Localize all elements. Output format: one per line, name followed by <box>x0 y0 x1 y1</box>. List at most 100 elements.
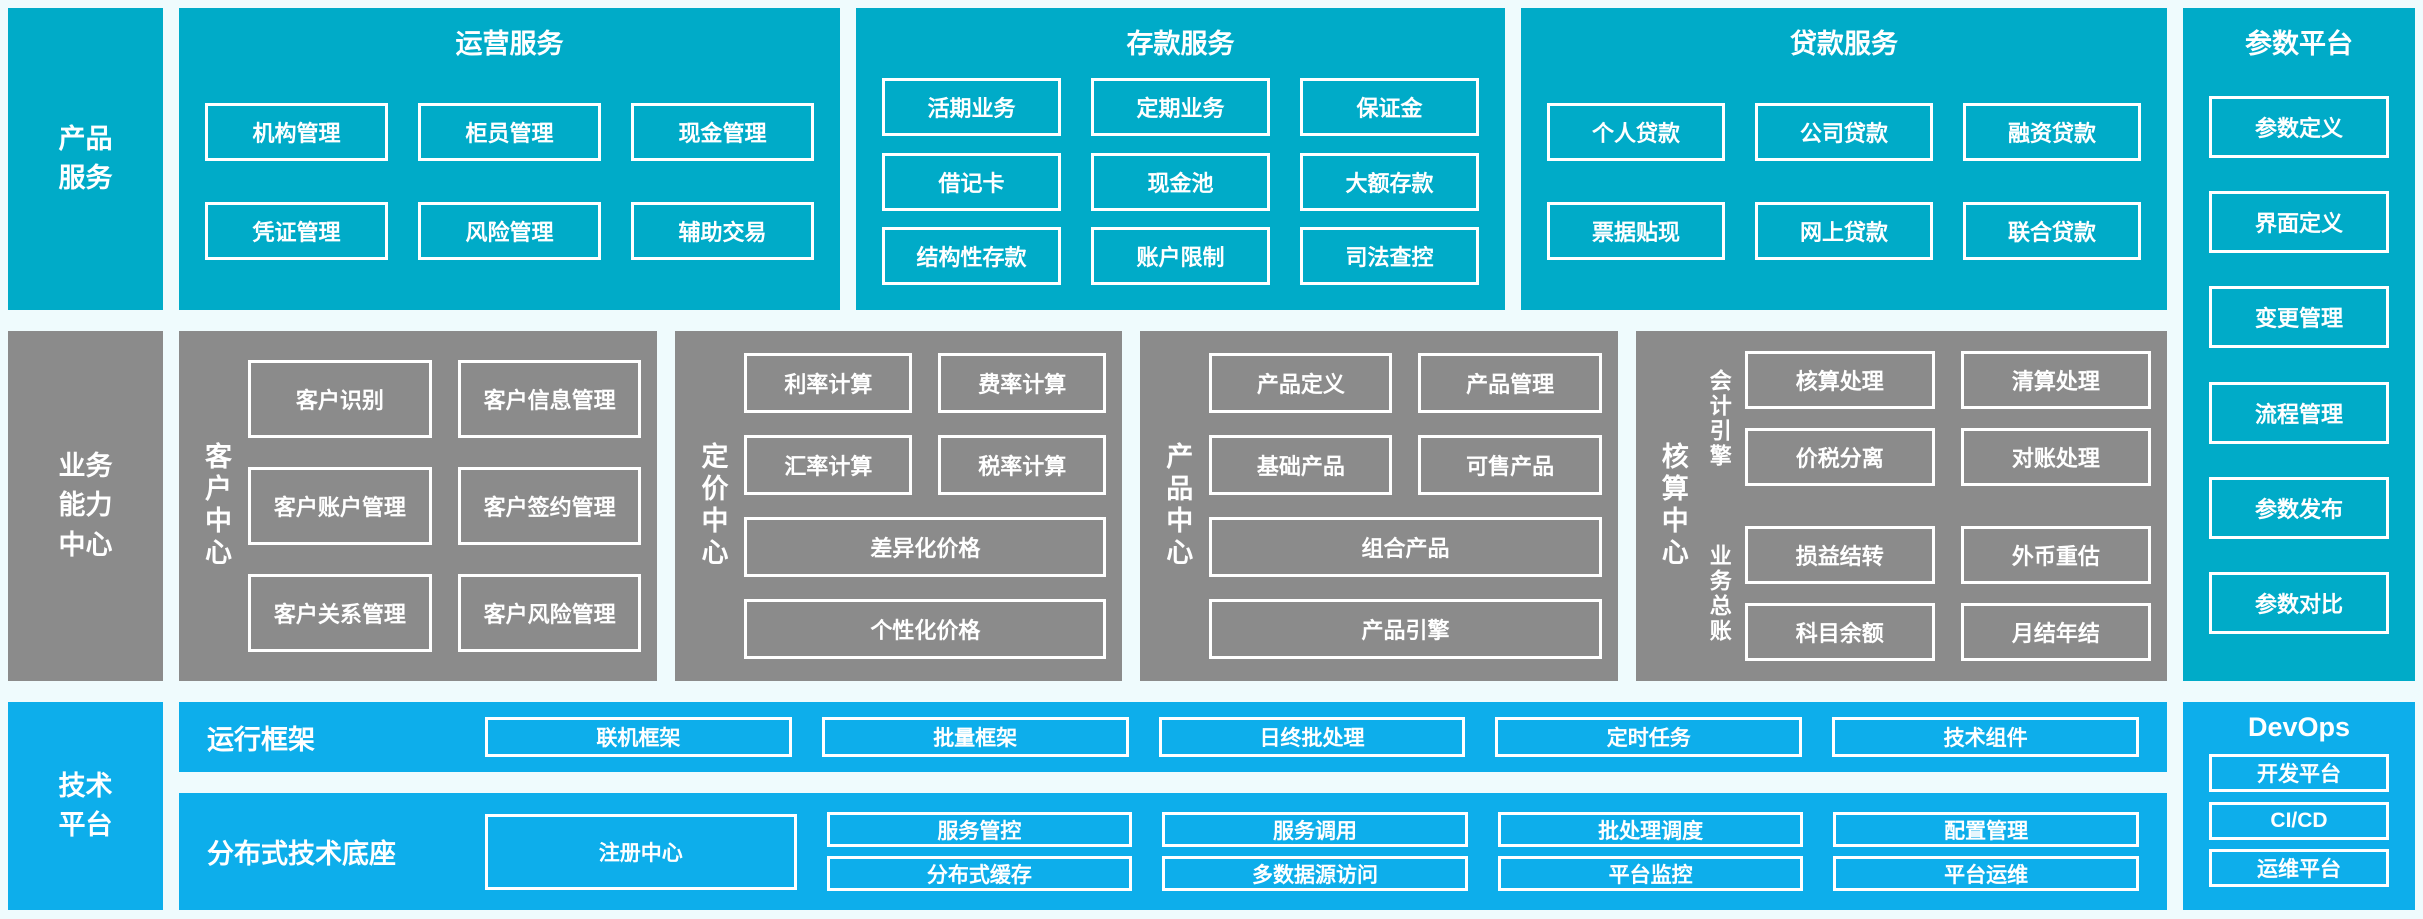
middle-sections-row: 客户中心 客户识别 客户信息管理 客户账户管理 客户签约管理 客户关系管理 客户… <box>179 331 2168 681</box>
rail-tech-platform: 技术 平台 <box>8 702 163 910</box>
section-body: 个人贷款 公司贷款 融资贷款 票据贴现 网上贷款 联合贷款 <box>1521 61 2167 310</box>
section-title: DevOps <box>2247 712 2351 742</box>
item-box: 配置管理 <box>1833 812 2139 847</box>
item-box: 账户限制 <box>1091 227 1271 286</box>
item-box: 服务管控 <box>826 812 1133 847</box>
section-title: 存款服务 <box>1126 29 1235 59</box>
rail-line: 中心 <box>58 529 113 560</box>
business-ledger-group: 业务总账 损益结转 外币重估 科目余额 月结年结 <box>1699 506 2157 681</box>
item-box: 票据贴现 <box>1547 202 1725 261</box>
item-box: 平台监控 <box>1497 856 1804 891</box>
section-parameter-platform: 参数平台 参数定义 界面定义 变更管理 流程管理 参数发布 参数对比 <box>2183 8 2415 681</box>
item-box: 大额存款 <box>1300 152 1480 211</box>
item-box: 个人贷款 <box>1547 102 1725 161</box>
rail-tech-platform-label: 技术 平台 <box>59 767 113 845</box>
item-box: 借记卡 <box>882 152 1062 211</box>
item-box: 变更管理 <box>2209 286 2389 349</box>
dist-column: 批处理调度 平台监控 <box>1497 812 1804 891</box>
section-customer-center: 客户中心 客户识别 客户信息管理 客户账户管理 客户签约管理 客户关系管理 客户… <box>179 331 658 681</box>
item-box: 流程管理 <box>2209 381 2389 444</box>
section-body: 会计引擎 核算处理 清算处理 价税分离 对账处理 业务总账 损益结转 外币重估 … <box>1699 331 2157 681</box>
item-box: 定时任务 <box>1495 717 1803 757</box>
item-box: 联合贷款 <box>1963 202 2141 261</box>
item-box: 客户账户管理 <box>248 467 432 545</box>
item-box: 产品定义 <box>1209 353 1393 413</box>
rail-line: 能力 <box>58 490 113 521</box>
section-accounting-center: 核算中心 会计引擎 核算处理 清算处理 价税分离 对账处理 业务总账 损益结转 … <box>1635 331 2168 681</box>
section-body: 开发平台 CI/CD 运维平台 <box>2183 743 2415 910</box>
item-box: 基础产品 <box>1209 435 1393 495</box>
item-box-wide: 个性化价格 <box>744 599 1107 659</box>
item-box: 客户风险管理 <box>457 574 642 652</box>
section-body: 利率计算 费率计算 汇率计算 税率计算 差异化价格 个性化价格 <box>738 331 1112 681</box>
item-box: 司法查控 <box>1300 227 1480 286</box>
item-box: 辅助交易 <box>631 202 814 261</box>
item-box: 保证金 <box>1300 77 1480 136</box>
section-product-center: 产品中心 产品定义 产品管理 基础产品 可售产品 组合产品 产品引擎 <box>1140 331 1618 681</box>
item-box: 现金管理 <box>631 102 814 161</box>
item-box: 柜员管理 <box>418 102 601 161</box>
item-box: 利率计算 <box>744 353 913 413</box>
item-box: 开发平台 <box>2209 754 2389 793</box>
item-box: 界面定义 <box>2209 191 2389 254</box>
section-title: 参数平台 <box>2245 29 2353 59</box>
section-loan-services: 贷款服务 个人贷款 公司贷款 融资贷款 票据贴现 网上贷款 联合贷款 <box>1521 8 2167 310</box>
group-vertical-label: 业务总账 <box>1706 543 1732 644</box>
strip-runtime-framework: 运行框架 联机框架 批量框架 日终批处理 定时任务 技术组件 <box>179 702 2167 772</box>
section-body: 机构管理 柜员管理 现金管理 凭证管理 风险管理 辅助交易 <box>179 61 840 310</box>
item-box: 客户签约管理 <box>457 467 642 545</box>
dist-column: 配置管理 平台运维 <box>1833 812 2139 891</box>
strip-distributed-tech-base: 分布式技术底座 注册中心 服务管控 分布式缓存 服务调用 多数据源访问 批处理调… <box>179 793 2167 910</box>
item-box: 多数据源访问 <box>1162 856 1468 891</box>
item-box: 活期业务 <box>882 77 1062 136</box>
item-box: 客户关系管理 <box>248 574 432 652</box>
section-pricing-center: 定价中心 利率计算 费率计算 汇率计算 税率计算 差异化价格 个性化价格 <box>675 331 1123 681</box>
rail-line: 技术 <box>58 770 113 801</box>
group-body: 核算处理 清算处理 价税分离 对账处理 <box>1739 331 2157 506</box>
section-deposit-services: 存款服务 活期业务 定期业务 保证金 借记卡 现金池 大额存款 结构性存款 账户… <box>856 8 1506 310</box>
section-body: 客户识别 客户信息管理 客户账户管理 客户签约管理 客户关系管理 客户风险管理 <box>242 331 647 681</box>
rail-line: 产品 <box>58 123 113 154</box>
item-box: 风险管理 <box>418 202 601 261</box>
rail-product-services: 产品 服务 <box>8 8 163 310</box>
rail-line: 业务 <box>58 451 113 482</box>
top-sections-row: 运营服务 机构管理 柜员管理 现金管理 凭证管理 风险管理 辅助交易 存款服务 … <box>179 8 2167 310</box>
item-box: 批量框架 <box>821 717 1129 757</box>
item-box: 税率计算 <box>938 435 1107 495</box>
item-box: 公司贷款 <box>1755 102 1933 161</box>
section-vertical-label: 产品中心 <box>1162 442 1193 570</box>
dist-column: 服务管控 分布式缓存 <box>826 812 1133 891</box>
dist-column: 服务调用 多数据源访问 <box>1162 812 1468 891</box>
item-box: 客户识别 <box>248 360 432 438</box>
item-box: 核算处理 <box>1744 350 1935 409</box>
item-box: 外币重估 <box>1960 525 2152 584</box>
strip-label: 运行框架 <box>207 724 315 755</box>
rail-product-services-label: 产品 服务 <box>59 120 113 198</box>
item-box: 参数定义 <box>2209 96 2389 159</box>
item-box-wide: 差异化价格 <box>744 517 1107 577</box>
section-devops: DevOps 开发平台 CI/CD 运维平台 <box>2183 702 2415 910</box>
item-box: 联机框架 <box>485 717 792 757</box>
item-box: 网上贷款 <box>1755 202 1933 261</box>
section-body: 参数定义 界面定义 变更管理 流程管理 参数发布 参数对比 <box>2183 61 2415 681</box>
rail-business-capability-center: 业务 能力 中心 <box>8 331 163 681</box>
item-box: 定期业务 <box>1091 77 1271 136</box>
rail-line: 服务 <box>58 163 113 193</box>
item-box: 月结年结 <box>1960 603 2152 662</box>
item-box: 凭证管理 <box>205 202 388 261</box>
item-box: 可售产品 <box>1418 435 1602 495</box>
item-box-wide: 组合产品 <box>1209 517 1602 577</box>
item-box: 现金池 <box>1091 152 1271 211</box>
item-box: 批处理调度 <box>1497 812 1804 847</box>
item-box: 机构管理 <box>205 102 388 161</box>
item-box: 服务调用 <box>1162 812 1468 847</box>
registry-center-box: 注册中心 <box>485 813 797 890</box>
item-box: 参数对比 <box>2209 571 2389 634</box>
item-box: 科目余额 <box>1744 603 1935 662</box>
item-box: 融资贷款 <box>1963 102 2141 161</box>
section-title: 运营服务 <box>455 29 564 59</box>
strip-label: 分布式技术底座 <box>207 839 396 869</box>
item-box: 对账处理 <box>1960 428 2152 487</box>
section-body: 产品定义 产品管理 基础产品 可售产品 组合产品 产品引擎 <box>1203 331 1608 681</box>
